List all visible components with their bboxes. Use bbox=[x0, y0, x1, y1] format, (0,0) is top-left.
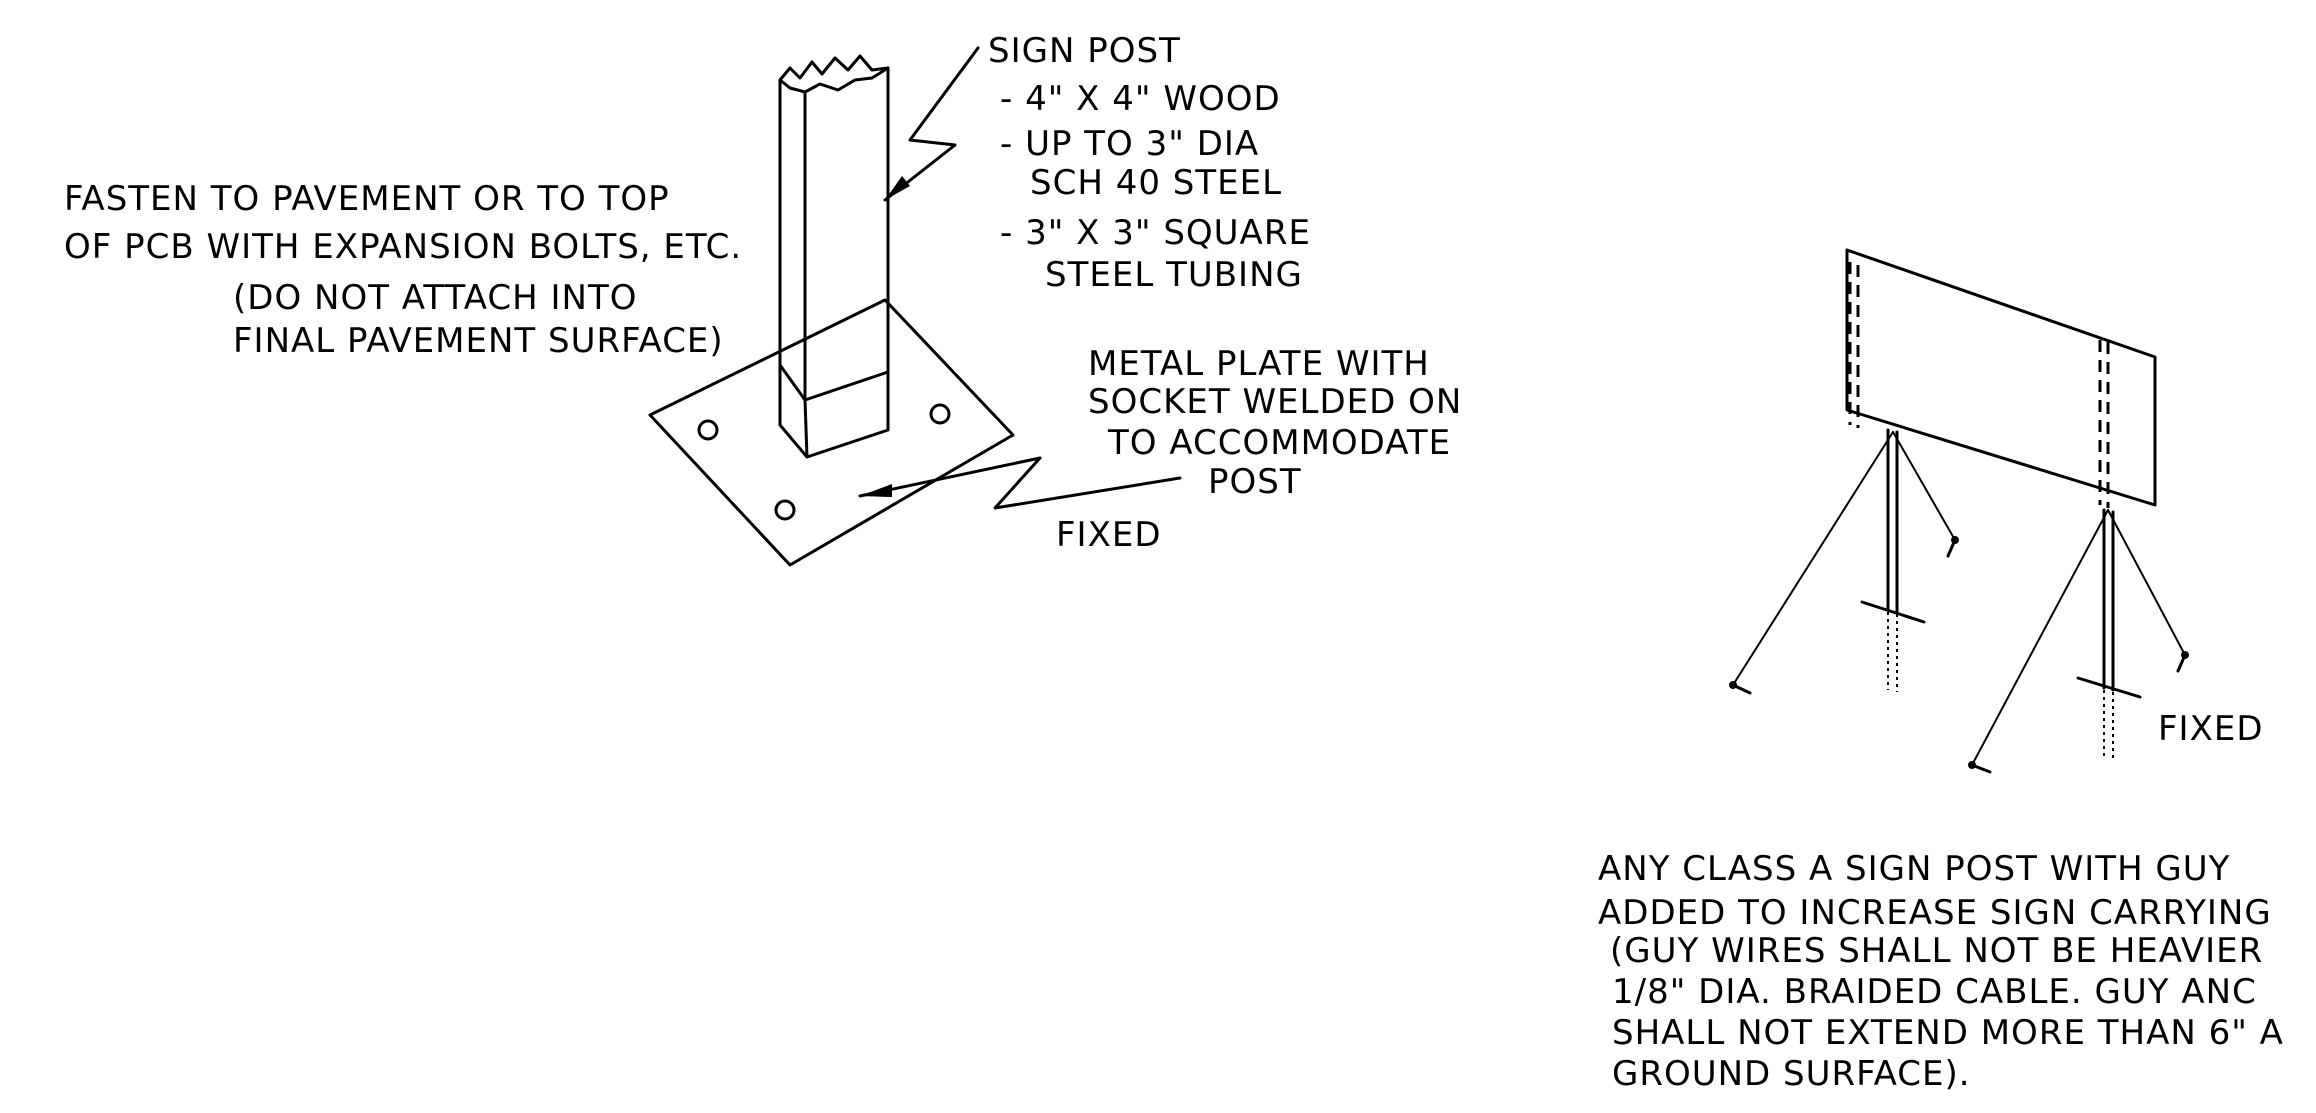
fixed-post-plate-figure bbox=[648, 46, 1182, 567]
guy-note-line2: ADDED TO INCREASE SIGN CARRYING bbox=[1598, 893, 2272, 933]
sign-post bbox=[778, 66, 890, 402]
guy-wire-right-b bbox=[2107, 509, 2186, 656]
guyed-sign-figure bbox=[1729, 248, 2189, 774]
bolt-hole-left bbox=[697, 419, 719, 441]
plate-note-line3: TO ACCOMMODATE bbox=[1107, 423, 1451, 463]
sign-post-item3-line1: - 3" X 3" SQUARE bbox=[1000, 213, 1311, 253]
sign-post-item1: - 4" X 4" WOOD bbox=[1000, 79, 1281, 119]
fasten-note-line4: FINAL PAVEMENT SURFACE) bbox=[233, 321, 724, 361]
guy-anchor-3-stub bbox=[1970, 763, 1992, 774]
sign-post-item2-line2: SCH 40 STEEL bbox=[1030, 163, 1282, 203]
guy-anchor-1-stub bbox=[1731, 683, 1752, 695]
guy-wire-left-a bbox=[1732, 431, 1894, 686]
guy-note-line5: SHALL NOT EXTEND MORE THAN 6" A bbox=[1612, 1013, 2284, 1053]
leader-metal-plate bbox=[858, 456, 1182, 510]
guy-wire-right-a bbox=[1971, 509, 2109, 766]
leader-sign-post bbox=[883, 46, 980, 202]
bolt-hole-right bbox=[929, 403, 951, 425]
plate-note-line4: POST bbox=[1208, 462, 1302, 502]
fixed-label-right: FIXED bbox=[2158, 709, 2264, 749]
guy-anchor-2-stub bbox=[1946, 538, 1957, 558]
guy-note-line6: GROUND SURFACE). bbox=[1612, 1054, 1971, 1094]
fixed-label-left: FIXED bbox=[1056, 515, 1162, 555]
sign-post-item3-line2: STEEL TUBING bbox=[1045, 255, 1303, 295]
ground-line-right bbox=[2076, 676, 2142, 699]
ground-line-left bbox=[1860, 600, 1926, 624]
plate-note-line2: SOCKET WELDED ON bbox=[1088, 382, 1462, 422]
metal-base-plate bbox=[648, 298, 1015, 567]
sign-post-title: SIGN POST bbox=[988, 31, 1181, 71]
fasten-note-line3: (DO NOT ATTACH INTO bbox=[233, 278, 637, 318]
sign-panel bbox=[1845, 248, 2157, 507]
sign-post-item2-line1: - UP TO 3" DIA bbox=[1000, 124, 1259, 164]
guy-note-line1: ANY CLASS A SIGN POST WITH GUY bbox=[1598, 849, 2230, 889]
bolt-hole-bottom bbox=[774, 499, 796, 521]
plate-note-line1: METAL PLATE WITH bbox=[1088, 344, 1430, 384]
leader-arrow-metal-plate bbox=[860, 484, 892, 497]
guy-note-line3: (GUY WIRES SHALL NOT BE HEAVIER bbox=[1610, 931, 2263, 971]
guy-anchor-4-stub bbox=[2176, 653, 2187, 673]
guy-note-line4: 1/8" DIA. BRAIDED CABLE. GUY ANC bbox=[1612, 972, 2257, 1012]
fasten-note-line2: OF PCB WITH EXPANSION BOLTS, ETC. bbox=[64, 227, 742, 267]
post-break-line bbox=[778, 54, 890, 94]
welded-socket bbox=[778, 363, 890, 459]
leader-arrow-sign-post bbox=[885, 176, 910, 200]
fasten-note-line1: FASTEN TO PAVEMENT OR TO TOP bbox=[64, 179, 670, 219]
guy-wire-left-b bbox=[1892, 431, 1956, 541]
